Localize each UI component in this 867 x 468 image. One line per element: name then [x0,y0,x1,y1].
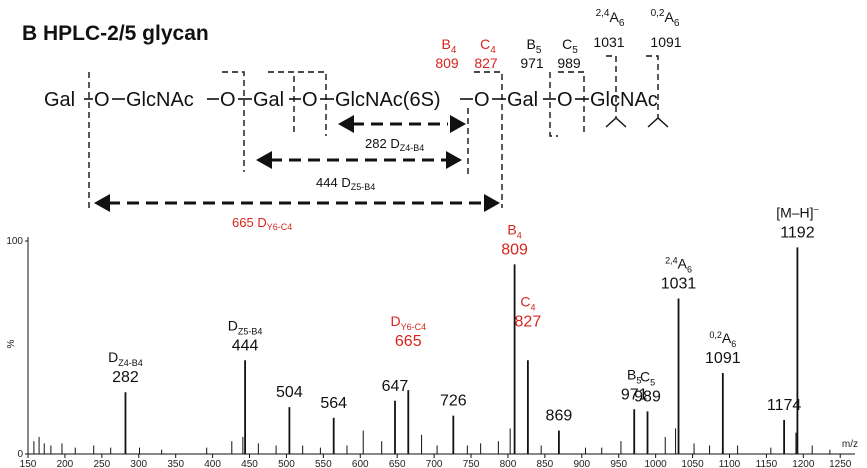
fragment-b4-label: B4 [442,36,457,56]
x-axis-label: m/z [842,439,858,450]
x-tick-label-300: 300 [130,459,147,468]
fragment-a6-24-label: 2,4A6 [596,8,625,29]
fragment-b4-mz: 809 [435,55,459,71]
x-tick-label-950: 950 [610,459,627,468]
x-tick-label-1150: 1150 [756,459,778,468]
residue-glcnac-2: GlcNAc [590,89,658,111]
peak-label-809: 809 [501,241,528,258]
peak-ion-1091: 0,2A6 [709,330,736,349]
x-tick-label-450: 450 [241,459,258,468]
peak-label-282: 282 [112,369,139,386]
range-arrowheads [94,115,500,212]
fragment-c5-mz: 989 [557,55,581,71]
x-tick-label-850: 850 [537,459,554,468]
range-y6-c4-label: 665 DY6-C4 [232,215,292,232]
linkage-o-5: O [557,89,573,111]
peak-label-726: 726 [440,393,467,410]
peak-label-971: 971 [621,386,648,403]
peak-ion-444: DZ5-B4 [228,317,263,336]
fragment-a6-02-mz: 1091 [650,34,681,50]
peak-label-989: 989 [634,388,661,405]
fragment-c4-label: C4 [480,36,496,56]
range-z5-b4-label: 444 DZ5-B4 [316,175,375,192]
x-tick-label-200: 200 [57,459,74,468]
fragment-labels: B4 809 C4 827 B5 971 C5 989 2,4A6 1031 0… [435,8,681,71]
peak-label-869: 869 [546,408,573,425]
x-tick-label-650: 650 [389,459,406,468]
y-axis-label: % [6,339,17,348]
peak-label-1031: 1031 [661,276,697,293]
x-tick-label-750: 750 [463,459,480,468]
x-tick-label-150: 150 [20,459,37,468]
peak-label-504: 504 [276,384,303,401]
peak-label-1091: 1091 [705,350,741,367]
fragment-b5-mz: 971 [520,55,544,71]
x-tick-label-800: 800 [500,459,517,468]
linkage-o-3: O [302,89,318,111]
y-tick-label-0: 0 [17,449,23,460]
fragment-c4-mz: 827 [474,55,498,71]
internal-fragment-ranges [108,122,484,205]
x-tick-label-1050: 1050 [681,459,704,468]
linkage-o-2: O [220,89,236,111]
y-tick-label-100: 100 [6,236,23,247]
x-tick-label-1100: 1100 [719,459,741,468]
fragment-c5-label: C5 [562,36,578,56]
peak-ion-282: DZ4-B4 [108,349,143,368]
fragment-a6-24-mz: 1031 [593,34,624,50]
x-tick-label-500: 500 [278,459,295,468]
x-tick-label-1200: 1200 [792,459,815,468]
residue-glcnac-6s: GlcNAc(6S) [335,89,441,111]
residue-gal-1: Gal [44,89,75,111]
peak-ion-809: B4 [507,221,521,240]
peak-label-564: 564 [320,395,347,412]
linkage-o-1: O [94,89,110,111]
residue-gal-3: Gal [507,89,538,111]
peak-label-444: 444 [232,337,259,354]
x-tick-label-550: 550 [315,459,332,468]
cleavage-marks [88,55,659,212]
peak-ion-1031: 2,4A6 [665,256,692,275]
peak-label-665: 665 [395,333,422,350]
residue-glcnac-1: GlcNAc [126,89,194,111]
x-tick-label-250: 250 [93,459,110,468]
glycan-chain: Gal O GlcNAc O Gal O GlcNAc(6S) O Gal O … [44,89,658,111]
peak-label-647: 647 [382,378,409,395]
range-z4-b4-label: 282 DZ4-B4 [365,136,424,153]
x-tick-label-900: 900 [573,459,590,468]
figure-title: B HPLC-2/5 glycan [22,22,209,45]
x-tick-label-700: 700 [426,459,443,468]
x-tick-label-400: 400 [204,459,221,468]
x-tick-label-600: 600 [352,459,369,468]
peak-ion-989: C5 [640,368,655,387]
residue-gal-2: Gal [253,89,284,111]
peak-ion-827: C4 [520,293,535,312]
peak-ion-971: B5 [627,366,641,385]
peak-ion-1192: [M–H]– [776,203,818,220]
linkage-o-4: O [474,89,490,111]
peak-ion-665: DY6-C4 [390,313,426,332]
peak-label-1192: 1192 [780,224,815,241]
cross-ring-ticks [605,117,669,128]
x-tick-label-350: 350 [167,459,184,468]
x-tick-label-1000: 1000 [645,459,668,468]
mass-spectrum: 0 100% 150 200 250 300 350 400 450 500 550 600 650 70… [6,203,858,468]
x-tick-label-1250: 1250 [829,459,852,468]
peak-label-1174: 1174 [767,397,802,414]
fragment-a6-02-label: 0,2A6 [651,8,680,29]
peak-label-827: 827 [515,313,542,330]
fragment-b5-label: B5 [527,36,542,56]
